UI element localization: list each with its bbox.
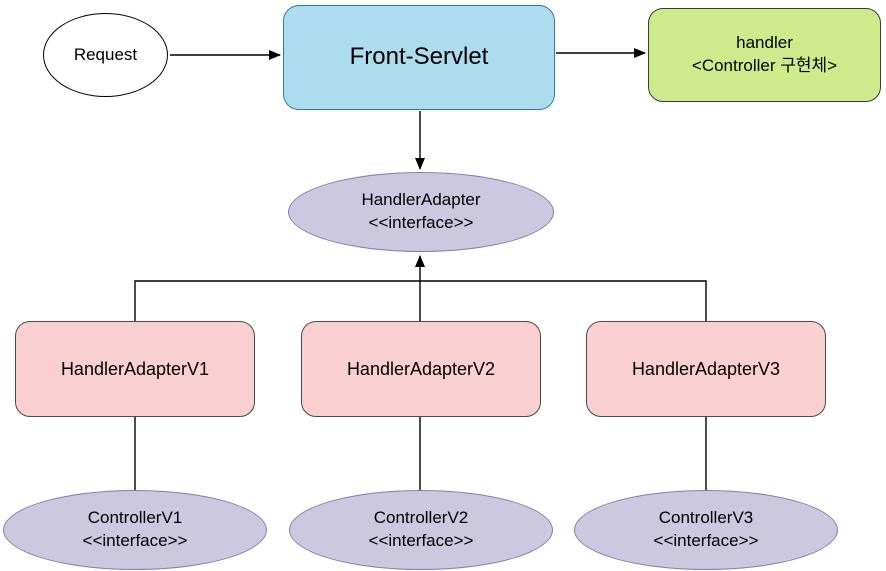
node-controller-v2-interface: ControllerV2 <<interface>> [289,490,553,570]
node-controller-v1-interface: ControllerV1 <<interface>> [3,490,267,570]
node-request: Request [43,13,168,97]
node-handler-adapter-v3: HandlerAdapterV3 [586,321,826,417]
node-handler-title: handler [736,33,793,53]
node-controller-v1-stereotype: <<interface>> [82,531,188,550]
node-handler-adapter-v2: HandlerAdapterV2 [301,321,541,417]
node-handler-adapter-interface: HandlerAdapter <<interface>> [288,172,554,252]
node-handler-adapter-v3-label: HandlerAdapterV3 [631,358,781,379]
node-handler-adapter-title: HandlerAdapter [361,190,481,210]
node-controller-v3-stereotype: <<interface>> [653,531,759,550]
node-controller-v2-stereotype: <<interface>> [368,531,474,550]
node-front-servlet: Front-Servlet [283,5,555,110]
node-handler-subtitle: <Controller 구현체> [691,56,838,75]
node-controller-v2-title: ControllerV2 [373,508,469,528]
node-handler: handler <Controller 구현체> [648,8,881,102]
node-controller-v3-interface: ControllerV3 <<interface>> [574,490,838,570]
node-front-servlet-label: Front-Servlet [349,43,489,71]
node-handler-adapter-stereotype: <<interface>> [368,213,474,232]
node-controller-v1-title: ControllerV1 [87,508,183,528]
node-controller-v3-title: ControllerV3 [658,508,754,528]
node-handler-adapter-v2-label: HandlerAdapterV2 [346,358,496,379]
node-request-label: Request [73,44,138,64]
node-handler-adapter-v1: HandlerAdapterV1 [15,321,255,417]
node-handler-adapter-v1-label: HandlerAdapterV1 [60,358,210,379]
